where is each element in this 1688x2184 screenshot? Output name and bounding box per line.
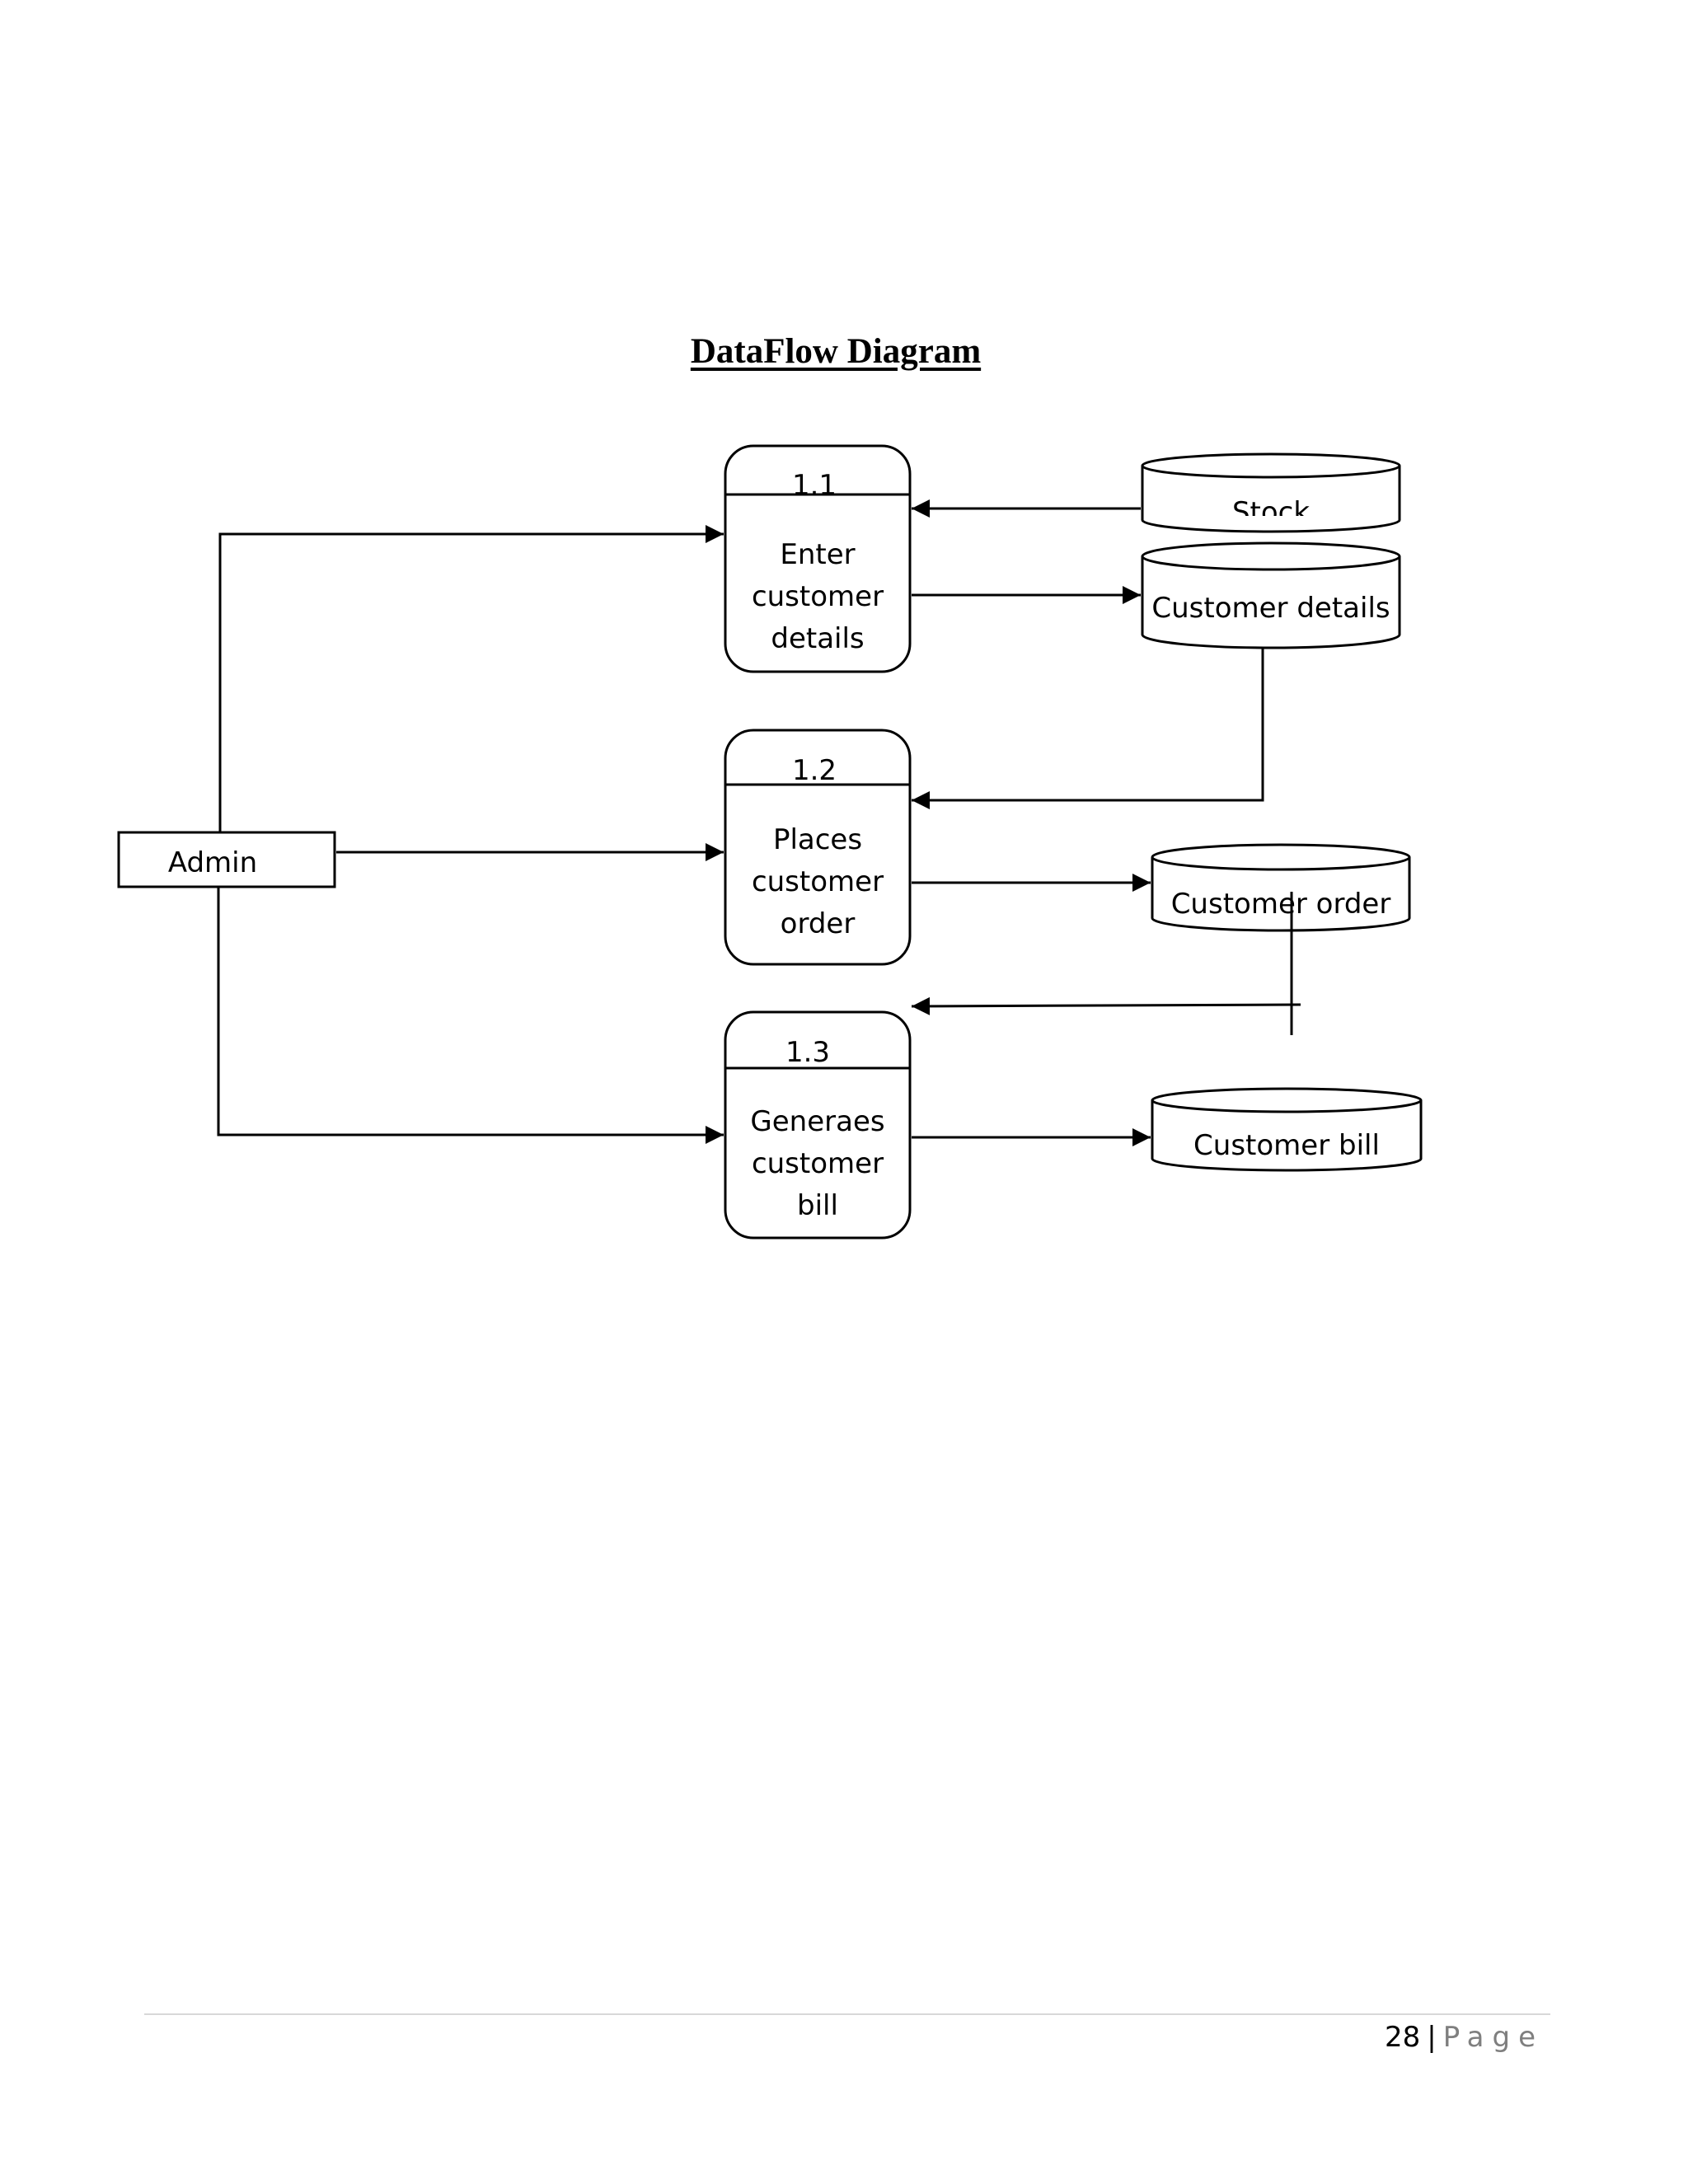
process-1-2-line-2: customer <box>752 865 884 898</box>
process-1-1-id: 1.1 <box>792 469 837 502</box>
store-customer-bill-label: Customer bill <box>1193 1129 1380 1162</box>
process-1-1-line-1: Enter <box>780 538 855 571</box>
diagram-title: DataFlow Diagram <box>690 332 982 371</box>
store-customer-details-label: Customer details <box>1151 592 1390 625</box>
process-1-3: 1.3 Generaes customer bill <box>724 1010 912 1240</box>
process-1-1-line-3: details <box>771 622 864 655</box>
process-1-3-id: 1.3 <box>785 1036 830 1069</box>
process-1-2-id: 1.2 <box>792 754 837 787</box>
admin-label: Admin <box>168 846 257 879</box>
flow-customer-details-to-1-2 <box>912 648 1264 809</box>
store-stock: Stock <box>1141 452 1401 533</box>
store-customer-details: Customer details <box>1141 541 1401 649</box>
process-1-3-line-3: bill <box>797 1189 838 1222</box>
process-1-1-line-2: customer <box>752 580 884 613</box>
process-1-2-line-1: Places <box>773 823 862 856</box>
page-word: Page <box>1442 2021 1544 2054</box>
footer-divider <box>144 2013 1550 2015</box>
process-1-1: 1.1 Enter customer details <box>724 444 912 673</box>
process-1-2-line-3: order <box>781 907 856 940</box>
page-number: 28 <box>1384 2021 1421 2054</box>
flow-customer-order-to-1-3-arrow <box>911 996 1301 1015</box>
process-1-2: 1.2 Places customer order <box>724 729 912 966</box>
store-stock-label: Stock <box>1232 496 1310 529</box>
process-1-3-line-1: Generaes <box>750 1105 884 1138</box>
flow-admin-to-1-3 <box>217 887 724 1144</box>
admin-entity: Admin <box>117 831 336 888</box>
store-customer-bill: Customer bill <box>1151 1087 1423 1172</box>
page-footer: 28|Page <box>1385 2021 1544 2054</box>
footer-separator: | <box>1427 2021 1437 2054</box>
store-customer-order-label: Customer order <box>1171 888 1391 921</box>
process-1-3-line-2: customer <box>752 1147 884 1180</box>
flow-admin-to-1-1 <box>218 525 724 832</box>
store-customer-order: Customer order <box>1151 843 1411 932</box>
